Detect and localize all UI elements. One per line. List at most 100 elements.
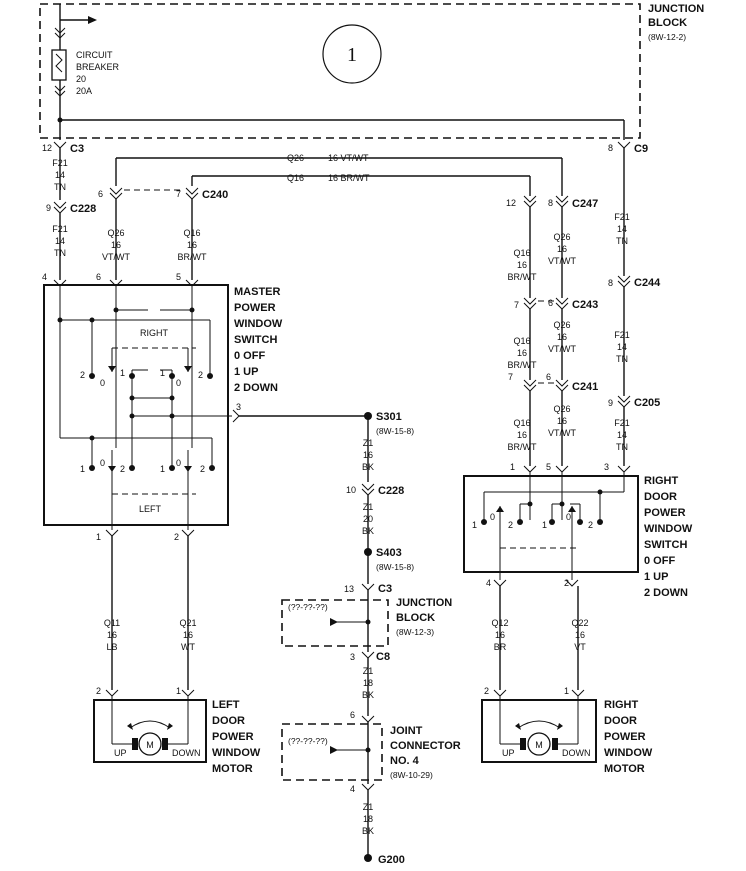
master-title-2: POWER	[234, 302, 276, 314]
c205-label: C205	[634, 397, 660, 409]
master-switch-box	[43, 284, 229, 526]
left-motor-symbol	[138, 732, 162, 756]
c247-connector-symbol	[523, 195, 569, 208]
c3-mid-pin: 13	[344, 584, 354, 594]
c243-pin-left: 7	[514, 300, 519, 310]
left-motor-pin-2: 2	[96, 686, 101, 696]
master-title-4: SWITCH	[234, 334, 277, 346]
s403-label: S403	[376, 547, 402, 559]
left-motor-title-2: DOOR	[212, 715, 245, 727]
c244-label: C244	[634, 277, 661, 289]
f21-r1-gauge: 14	[617, 224, 627, 234]
c243-connector-symbol	[523, 297, 569, 310]
q16-r2-gauge: 16	[517, 348, 527, 358]
c9-pin: 8	[608, 143, 613, 153]
f21-r2-color: TN	[616, 354, 628, 364]
right-motor-title-5: MOTOR	[604, 763, 645, 775]
q26-top-circuit: Q26	[287, 153, 304, 163]
q16-top-run	[191, 175, 531, 196]
right-motor-title-4: WINDOW	[604, 747, 653, 759]
circuit-breaker-label-4: 20A	[76, 86, 92, 96]
q26-r3-circuit: Q26	[553, 404, 570, 414]
q16-r3-gauge: 16	[517, 430, 527, 440]
master-contact-low-6: 2	[200, 464, 205, 474]
right-contact-3: 2	[508, 520, 513, 530]
c243-pin-right: 6	[548, 298, 553, 308]
bus-to-c9	[57, 96, 625, 140]
junction-block-mid-outline	[281, 599, 389, 647]
master-right-label: RIGHT	[140, 328, 169, 338]
right-switch-pin-3: 3	[604, 462, 609, 472]
c247-pin-left: 12	[506, 198, 516, 208]
c228-left-label: C228	[70, 203, 96, 215]
right-motor-title-1: RIGHT	[604, 699, 639, 711]
right-switch-title-5: SWITCH	[644, 539, 687, 551]
z1-d-color: BK	[362, 826, 374, 836]
master-contact-low-3: 2	[120, 464, 125, 474]
circuit-breaker-feed	[54, 4, 97, 39]
circuit-breaker-label-2: BREAKER	[76, 62, 120, 72]
q16-r1-color: BR/WT	[508, 272, 537, 282]
circuit-breaker-label-1: CIRCUIT	[76, 50, 113, 60]
q26-r3-gauge: 16	[557, 416, 567, 426]
q26-r1-circuit: Q26	[553, 232, 570, 242]
right-contact-2: 0	[490, 512, 495, 522]
master-contact-low-2: 0	[100, 458, 105, 468]
q26-left-circuit: Q26	[107, 228, 124, 238]
ground-label: G200	[378, 854, 405, 866]
joint-connector-placeholder: (??-??-??)	[288, 736, 328, 746]
left-motor-title-3: POWER	[212, 731, 254, 743]
q12-color: BR	[494, 642, 507, 652]
left-motor-box	[93, 699, 207, 763]
c8-label: C8	[376, 651, 390, 663]
c3-top-label: C3	[70, 143, 84, 155]
c3-mid-label: C3	[378, 583, 392, 595]
master-pin-2: 2	[174, 532, 179, 542]
right-switch-pin-5: 5	[546, 462, 551, 472]
q26-r2-circuit: Q26	[553, 320, 570, 330]
z1-a-color: BK	[362, 462, 374, 472]
right-motor-pin-1: 1	[564, 686, 569, 696]
left-motor-title-5: MOTOR	[212, 763, 253, 775]
right-switch-pin-4: 4	[486, 578, 491, 588]
c247-label: C247	[572, 198, 598, 210]
q16-r3-circuit: Q16	[513, 418, 530, 428]
f21-r3-gauge: 14	[617, 430, 627, 440]
junction-block-mid-ref: (8W-12-3)	[396, 627, 434, 637]
joint-connector-title-3: NO. 4	[390, 755, 420, 767]
master-contact-1: 2	[80, 370, 85, 380]
master-switch-internal-wiring	[57, 286, 232, 530]
c241-connector-symbol	[523, 379, 569, 392]
z1-c-color: BK	[362, 690, 374, 700]
right-switch-title-8: 2 DOWN	[644, 587, 688, 599]
right-switch-box	[463, 475, 639, 573]
right-motor-up: UP	[502, 748, 515, 758]
c240-pin-right: 7	[176, 189, 181, 199]
s301-label: S301	[376, 411, 402, 423]
q26-r1-color: VT/WT	[548, 256, 576, 266]
q26-left-color: VT/WT	[102, 252, 130, 262]
q21-gauge: 16	[183, 630, 193, 640]
master-bottom-pins	[105, 529, 195, 537]
f21-r1-color: TN	[616, 236, 628, 246]
f21-a-color: TN	[54, 182, 66, 192]
z1-b-gauge: 20	[363, 514, 373, 524]
q16-r2-color: BR/WT	[508, 360, 537, 370]
c240-label: C240	[202, 189, 228, 201]
right-motor-m: M	[535, 740, 543, 750]
master-contact-5: 0	[176, 378, 181, 388]
c228-left-connector-symbol	[53, 201, 67, 214]
left-motor-m: M	[146, 740, 154, 750]
master-pin-3-wire	[232, 409, 372, 423]
left-motor-pin-1: 1	[176, 686, 181, 696]
right-switch-title-2: DOOR	[644, 491, 677, 503]
f21-r2-circuit: F21	[614, 330, 630, 340]
q11-color: LB	[106, 642, 117, 652]
c244-connector-symbol	[617, 275, 631, 288]
jc-pin-bottom: 4	[350, 784, 355, 794]
master-pin-3: 3	[236, 402, 241, 412]
f21-a-gauge: 14	[55, 170, 65, 180]
c240-pin-left: 6	[98, 189, 103, 199]
joint-connector-ref: (8W-10-29)	[390, 770, 433, 780]
master-title-1: MASTER	[234, 286, 281, 298]
